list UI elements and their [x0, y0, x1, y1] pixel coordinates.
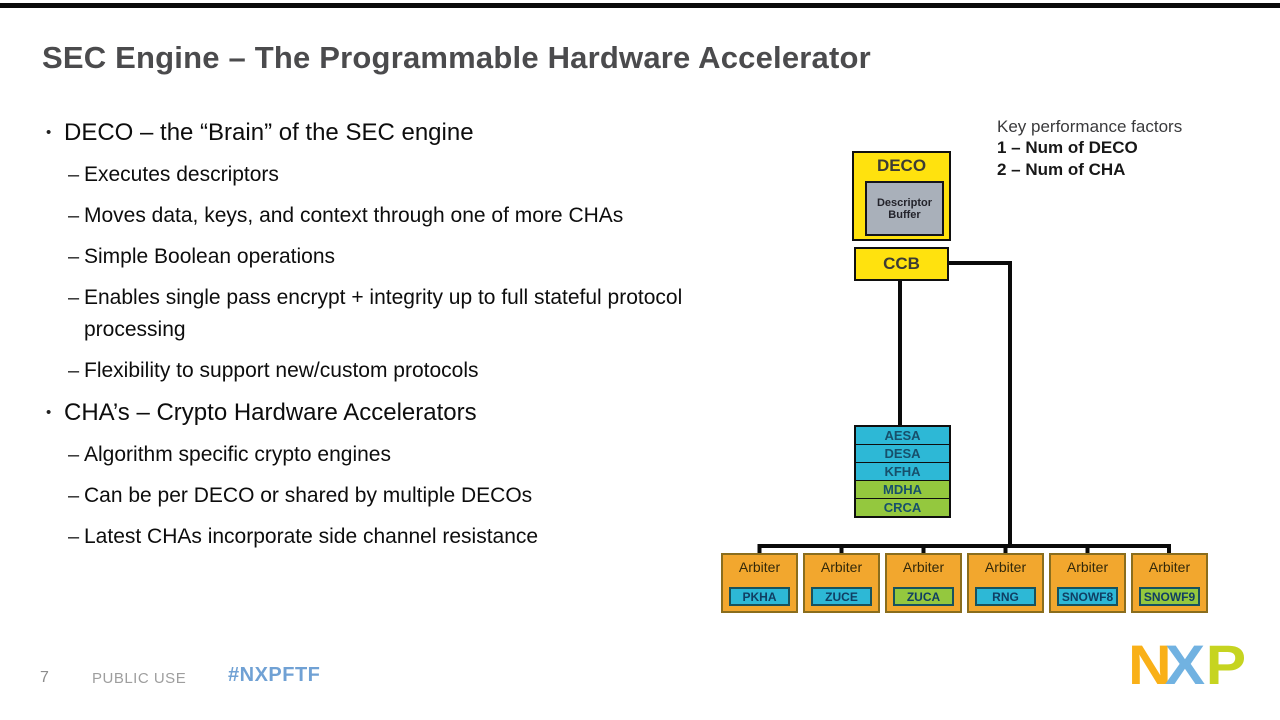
slide-top-border: [0, 3, 1280, 8]
arbiter-block: Arbiter PKHA: [721, 553, 798, 613]
key-factors-heading: Key performance factors: [997, 117, 1183, 136]
cha-stack: AESA DESA KFHA MDHA CRCA: [854, 425, 951, 518]
arbiter-row: Arbiter PKHA Arbiter ZUCE Arbiter ZUCA A…: [721, 553, 1208, 613]
bullet-marker: –: [68, 444, 80, 466]
bullet-text: Moves data, keys, and context through on…: [84, 204, 624, 227]
arbiter-cha-label: PKHA: [729, 587, 790, 606]
bullet-marker: –: [68, 526, 80, 548]
arbiter-label: Arbiter: [1148, 559, 1191, 575]
bullet-marker: –: [68, 485, 80, 507]
arbiter-block: Arbiter SNOWF9: [1131, 553, 1208, 613]
arbiter-block: Arbiter RNG: [967, 553, 1044, 613]
descriptor-buffer-block: Descriptor Buffer: [865, 181, 944, 236]
arbiter-cha-label: ZUCE: [811, 587, 872, 606]
arbiter-cha-label: RNG: [975, 587, 1036, 606]
arbiter-block: Arbiter ZUCA: [885, 553, 962, 613]
bullet-item: – Latest CHAs incorporate side channel r…: [68, 521, 688, 553]
bullet-marker: –: [68, 246, 80, 268]
bullet-list: • DECO – the “Brain” of the SEC engine –…: [40, 114, 688, 562]
arbiter-cha-label: ZUCA: [893, 587, 954, 606]
classification-label: PUBLIC USE: [92, 670, 187, 687]
bullet-item: – Enables single pass encrypt + integrit…: [68, 282, 688, 346]
bullet-item: – Moves data, keys, and context through …: [68, 200, 688, 232]
arbiter-label: Arbiter: [1066, 559, 1109, 575]
arbiter-label: Arbiter: [984, 559, 1027, 575]
bullet-text: DECO – the “Brain” of the SEC engine: [64, 119, 474, 146]
bullet-marker: –: [68, 360, 80, 382]
deco-block: DECO Descriptor Buffer: [852, 151, 951, 241]
bullet-text: Latest CHAs incorporate side channel res…: [84, 525, 539, 548]
svg-text:N: N: [1128, 634, 1172, 696]
cha-stack-row: CRCA: [855, 498, 950, 517]
bullet-text: CHA’s – Crypto Hardware Accelerators: [64, 399, 477, 426]
bullet-item: – Can be per DECO or shared by multiple …: [68, 480, 688, 512]
bullet-text: Simple Boolean operations: [84, 245, 335, 268]
bullet-item: – Executes descriptors: [68, 159, 688, 191]
bullet-marker: –: [68, 205, 80, 227]
arbiter-block: Arbiter ZUCE: [803, 553, 880, 613]
nxp-logo: N X P: [1128, 634, 1246, 696]
bullet-marker: –: [68, 164, 80, 186]
bullet-text: Can be per DECO or shared by multiple DE…: [84, 484, 533, 507]
key-performance-factors: Key performance factors 1 – Num of DECO …: [997, 116, 1257, 181]
svg-text:X: X: [1165, 634, 1205, 696]
bullet-text: Flexibility to support new/custom protoc…: [84, 359, 479, 382]
ccb-block: CCB: [854, 247, 949, 281]
arbiter-label: Arbiter: [738, 559, 781, 575]
event-hashtag: #NXPFTF: [228, 664, 321, 686]
bullet-item: – Algorithm specific crypto engines: [68, 439, 688, 471]
arbiter-label: Arbiter: [902, 559, 945, 575]
svg-text:P: P: [1206, 634, 1246, 696]
arbiter-block: Arbiter SNOWF8: [1049, 553, 1126, 613]
cha-stack-row: DESA: [855, 444, 950, 463]
cha-stack-row: MDHA: [855, 480, 950, 499]
bullet-marker: •: [46, 404, 52, 421]
arbiter-cha-label: SNOWF8: [1057, 587, 1118, 606]
deco-label: DECO: [876, 156, 927, 175]
cha-stack-row: AESA: [855, 426, 950, 445]
bullet-marker: –: [68, 287, 80, 309]
page-number: 7: [40, 669, 49, 686]
bullet-text: Enables single pass encrypt + integrity …: [84, 286, 683, 341]
arbiter-cha-label: SNOWF9: [1139, 587, 1200, 606]
key-factor-1: 1 – Num of DECO: [997, 138, 1138, 157]
bullet-item: • CHA’s – Crypto Hardware Accelerators: [40, 396, 688, 430]
key-factor-2: 2 – Num of CHA: [997, 160, 1126, 179]
bullet-item: – Flexibility to support new/custom prot…: [68, 355, 688, 387]
bullet-marker: •: [46, 124, 52, 141]
slide-title: SEC Engine – The Programmable Hardware A…: [42, 40, 871, 75]
cha-stack-row: KFHA: [855, 462, 950, 481]
bullet-text: Executes descriptors: [84, 163, 279, 186]
arbiter-label: Arbiter: [820, 559, 863, 575]
bullet-text: Algorithm specific crypto engines: [84, 443, 391, 466]
bullet-item: • DECO – the “Brain” of the SEC engine: [40, 116, 688, 150]
bullet-item: – Simple Boolean operations: [68, 241, 688, 273]
